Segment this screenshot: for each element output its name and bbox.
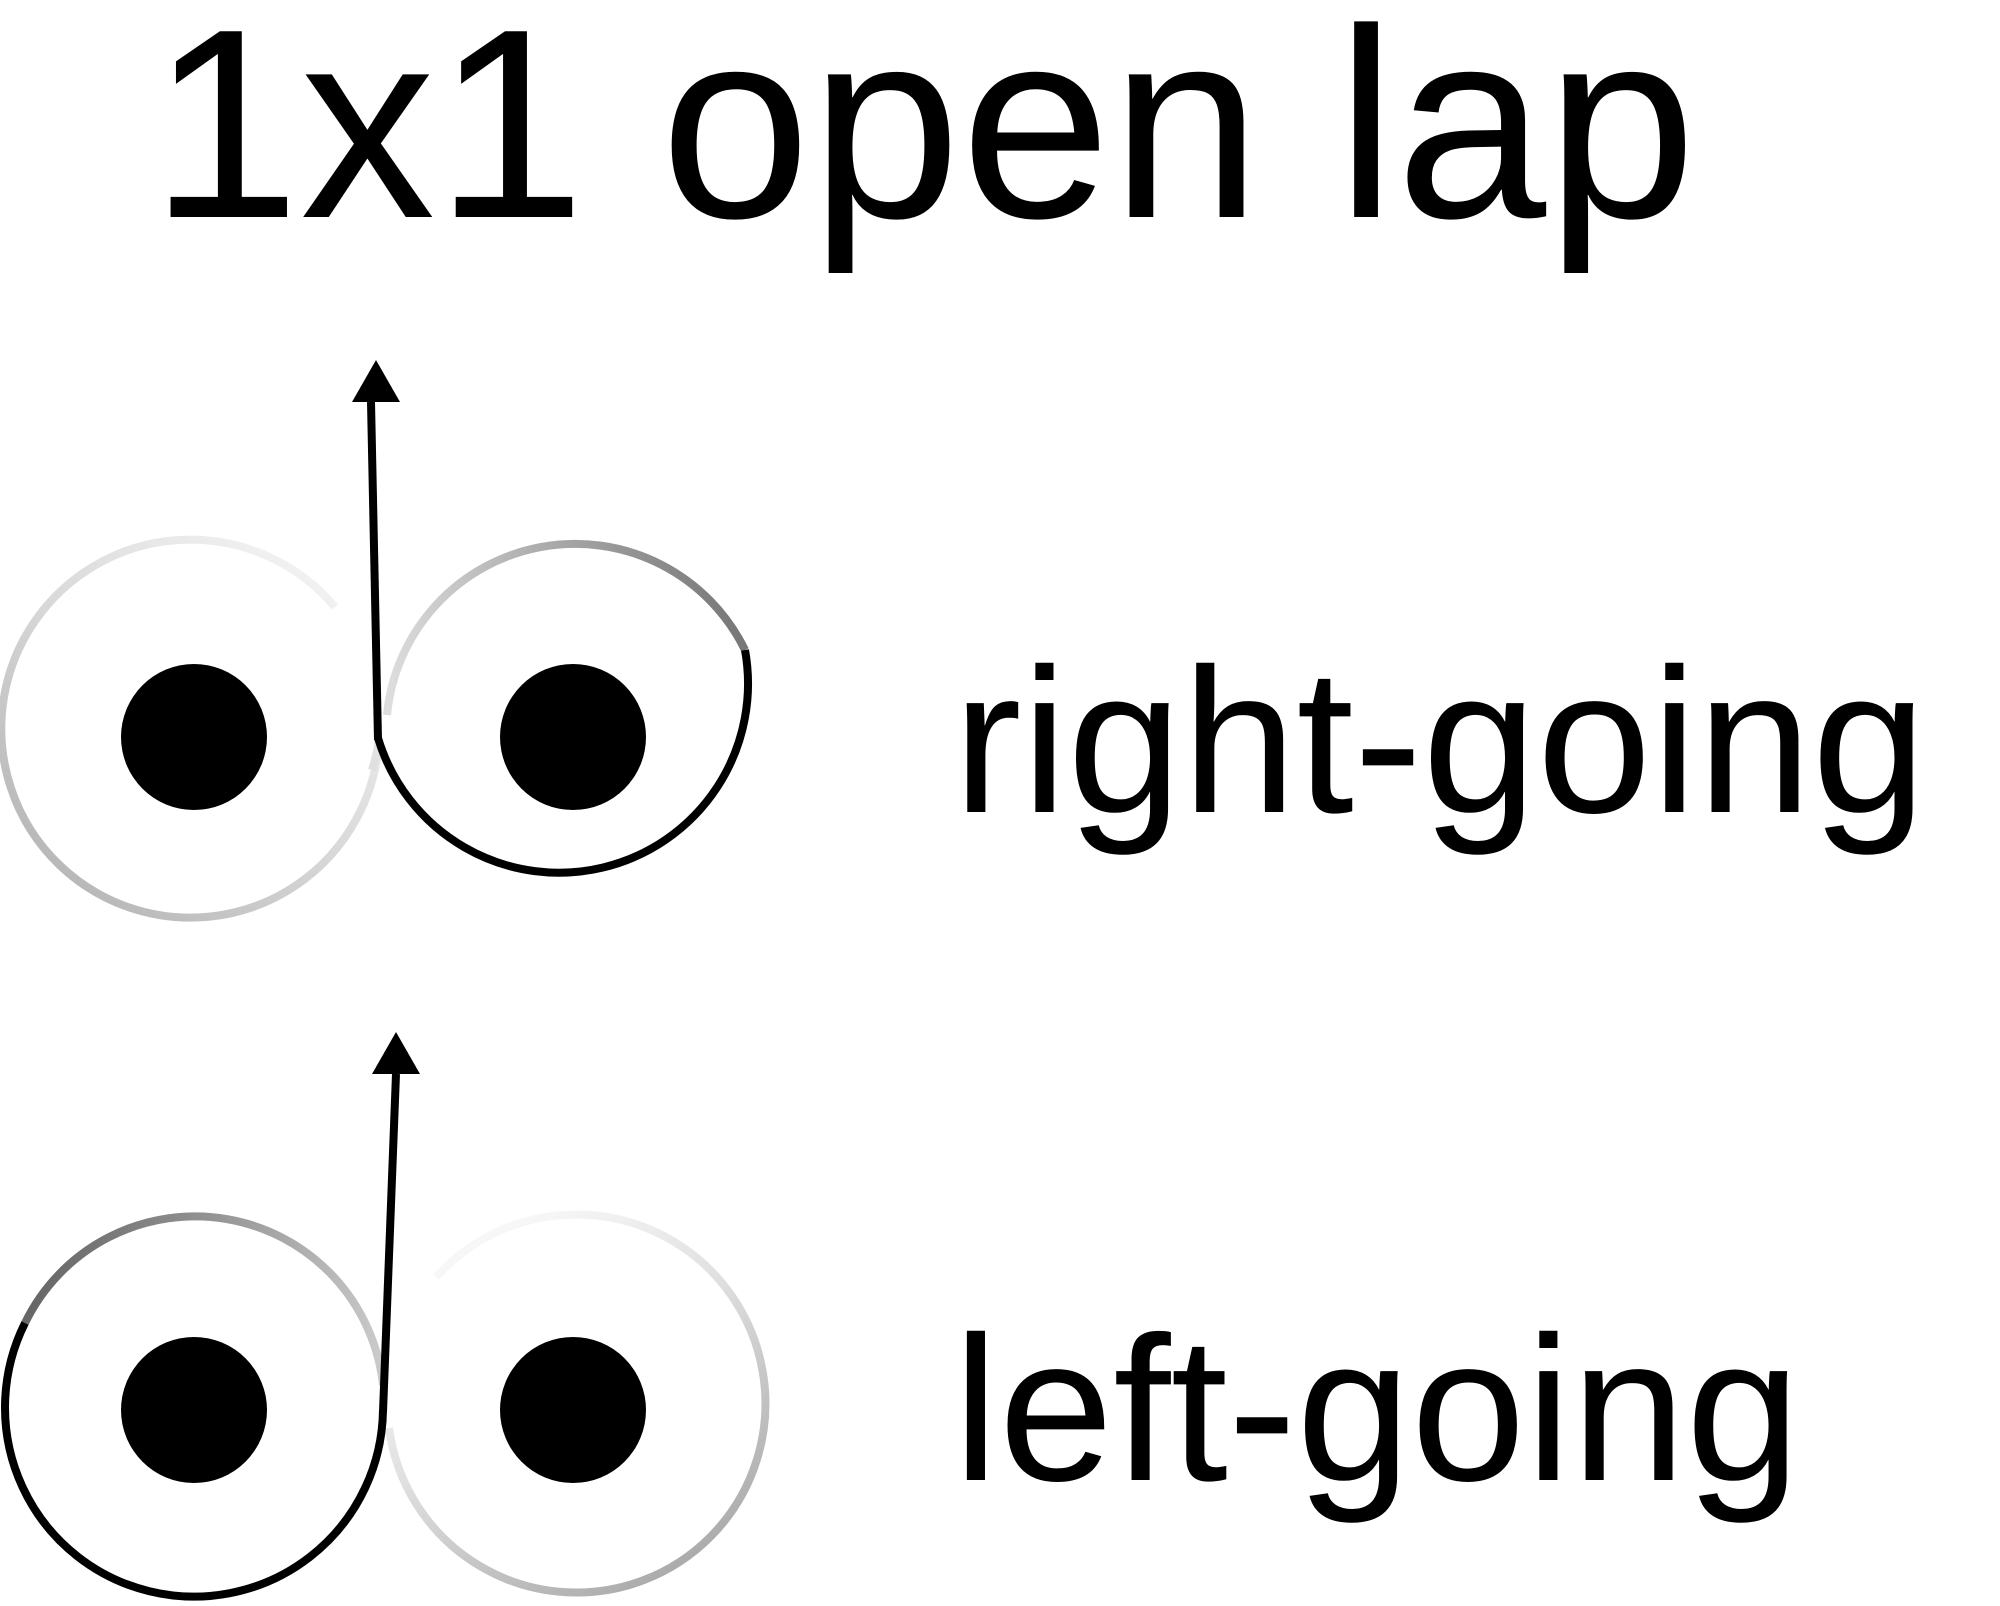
left-going-label: left-going — [953, 1294, 1800, 1524]
left-going-needle-left — [121, 1337, 267, 1483]
right-going-needle-left — [121, 664, 267, 810]
left-going-yarn-line — [379, 1073, 400, 1413]
right-going-yarn-line — [367, 401, 382, 741]
right-going-right-loop-yarn — [374, 649, 753, 877]
right-going-left-loop — [0, 535, 383, 922]
left-going-right-loop — [385, 1210, 770, 1597]
right-going-right-loop-upper — [383, 539, 749, 716]
left-going-row: left-going — [1, 1032, 1800, 1601]
right-going-needle-right — [500, 664, 646, 810]
diagram-title: 1x1 open lap — [150, 0, 1696, 276]
right-going-label: right-going — [953, 626, 1926, 856]
right-going-arrowhead — [352, 360, 400, 402]
left-going-arrowhead — [372, 1032, 420, 1074]
left-going-needle-right — [500, 1337, 646, 1483]
right-going-row: right-going — [0, 360, 1926, 922]
left-going-left-loop-upper — [21, 1212, 387, 1386]
left-going-left-loop-yarn — [1, 1321, 387, 1601]
